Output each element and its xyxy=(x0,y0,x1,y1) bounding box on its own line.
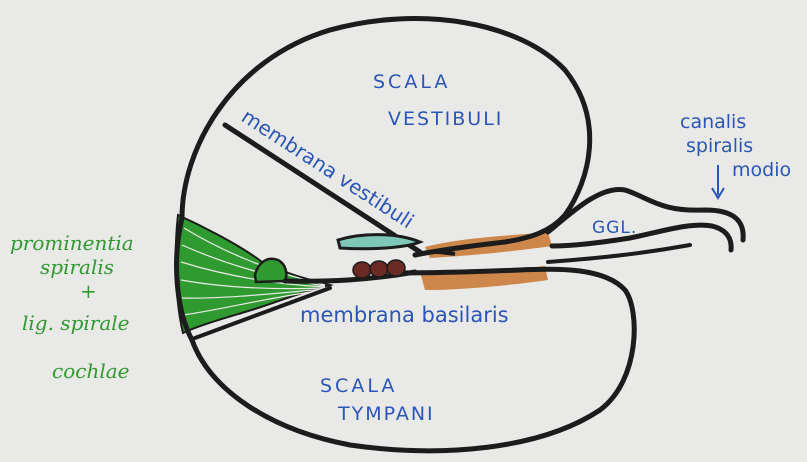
label-spiralis: spiralis xyxy=(686,135,753,157)
label-modio: modio xyxy=(732,159,791,181)
label-membrana-basilaris: membrana basilaris xyxy=(300,303,509,327)
label-scala-vestibuli-2: VESTIBULI xyxy=(388,108,503,130)
label-lig-spirale: lig. spirale xyxy=(22,311,130,335)
label-ggl: GGL. xyxy=(592,218,637,238)
label-canalis: canalis xyxy=(680,111,746,133)
label-scala-tympani-2: TYMPANI xyxy=(337,403,435,425)
label-scala-tympani-1: SCALA xyxy=(320,375,397,397)
label-prominentia: prominentia xyxy=(10,231,134,255)
membrana-vestibuli-line xyxy=(225,125,420,252)
label-plus: + xyxy=(80,279,97,303)
ganglion-lower-outline xyxy=(552,225,731,250)
limbus-teal xyxy=(338,235,420,249)
organ-of-corti xyxy=(353,260,405,278)
label-spiralis-green: spiralis xyxy=(40,255,114,279)
label-cochlae: cochlae xyxy=(52,359,129,383)
label-scala-vestibuli-1: SCALA xyxy=(373,71,450,93)
